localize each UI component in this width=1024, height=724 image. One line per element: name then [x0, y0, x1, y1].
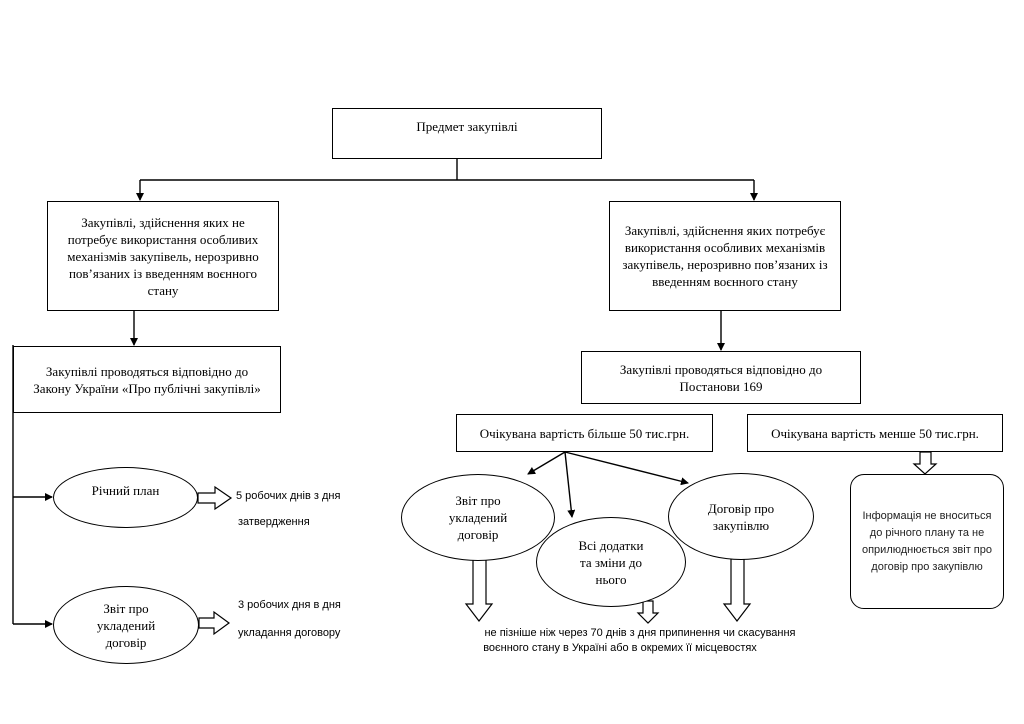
bottom-deadline-line2: воєнного стану в Україні або в окремих ї… [483, 642, 757, 654]
arrow-to-right-report [527, 451, 566, 475]
block-arrow-annual-plan [197, 485, 233, 511]
report-deadline-line2: укладання договору [238, 627, 341, 639]
annual-plan-deadline-line2: затвердження [238, 516, 310, 528]
annual-plan-label: Річний план [91, 483, 160, 498]
left-law-box: Закупівлі проводяться відповідно до Зако… [13, 346, 281, 413]
value-under-label: Очікувана вартість менше 50 тис.грн. [771, 425, 979, 441]
subject-box: Предмет закупівлі [332, 108, 602, 159]
block-arrow-right-report [464, 558, 494, 622]
annual-plan-ellipse: Річний план [53, 467, 198, 528]
left-category-label: Закупівлі, здійснення яких не потребує в… [67, 214, 259, 298]
right-report-label: Звіт про укладений договір [448, 493, 508, 542]
contract-ellipse: Договір про закупівлю [668, 473, 814, 560]
contract-label: Договір про закупівлю [707, 500, 775, 533]
left-law-label: Закупівлі проводяться відповідно до Зако… [33, 363, 261, 396]
arrow-to-attachments [564, 451, 576, 518]
left-report-ellipse: Звіт про укладений договір [53, 586, 199, 664]
right-category-box: Закупівлі, здійснення яких потребує вико… [609, 201, 841, 311]
right-category-label: Закупівлі, здійснення яких потребує вико… [622, 223, 828, 289]
value-under-box: Очікувана вартість менше 50 тис.грн. [747, 414, 1003, 452]
arrow-to-contract [564, 451, 689, 486]
attachments-ellipse: Всі додатки та зміни до нього [536, 517, 686, 607]
subject-label: Предмет закупівлі [416, 119, 518, 134]
report-deadline-line1: 3 робочих дня в дня [238, 599, 341, 611]
info-box-label: Інформація не вноситься до річного плану… [861, 509, 993, 573]
annual-plan-deadline-line1: 5 робочих днів з дня [236, 490, 341, 502]
right-report-ellipse: Звіт про укладений договір [401, 474, 555, 561]
value-over-box: Очікувана вартість більше 50 тис.грн. [456, 414, 713, 452]
right-law-box: Закупівлі проводяться відповідно до Пост… [581, 351, 861, 404]
block-arrow-attachments [636, 600, 660, 624]
block-arrow-contract [722, 558, 752, 622]
left-category-box: Закупівлі, здійснення яких не потребує в… [47, 201, 279, 311]
value-over-label: Очікувана вартість більше 50 тис.грн. [479, 425, 690, 441]
bottom-deadline-line1: не пізніше ніж через 70 днів з дня припи… [484, 627, 796, 639]
right-law-label: Закупівлі проводяться відповідно до Пост… [619, 361, 823, 394]
info-box: Інформація не вноситься до річного плану… [850, 474, 1004, 609]
block-arrow-left-report [198, 610, 231, 636]
attachments-label: Всі додатки та зміни до нього [578, 537, 644, 587]
left-report-label: Звіт про укладений договір [96, 600, 156, 650]
block-arrow-value-under [912, 451, 938, 475]
